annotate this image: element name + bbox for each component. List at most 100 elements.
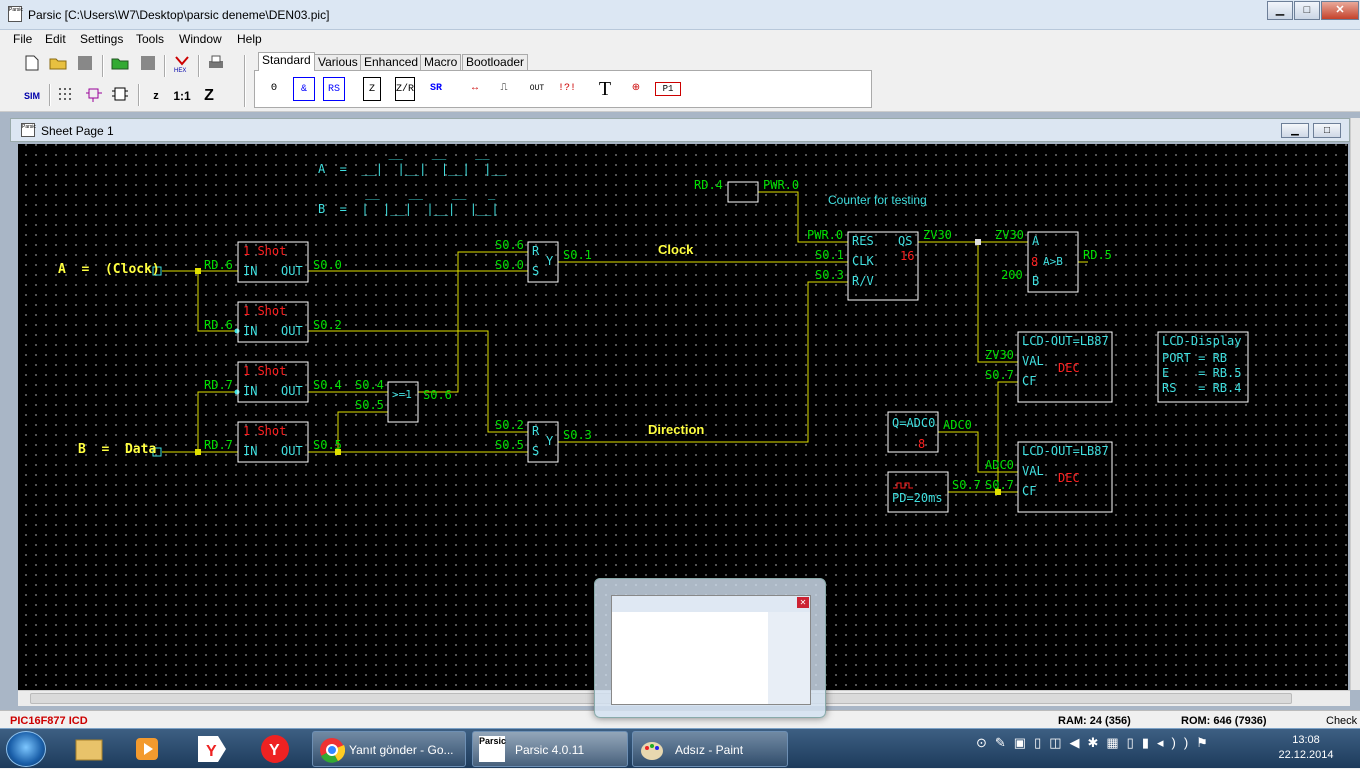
chip-icon[interactable] [110,86,130,106]
lcd-out-val: VAL [1022,464,1044,478]
label-s05: S0.5 [313,438,342,452]
cmp-constant: 200 [1001,268,1023,282]
device-status: PIC16F877 ICD [10,715,88,727]
palette-alarm-button[interactable]: !?! [557,83,576,94]
yandex-icon[interactable]: Y [248,732,302,766]
taskbar-chrome[interactable]: Yanıt gönder - Go... [312,731,466,767]
lcd-display-e: E = RB.5 [1162,366,1242,380]
label-adc0: ADC0 [943,418,972,432]
yandex-browser-icon[interactable]: Y [186,732,240,766]
menu-help[interactable]: Help [237,32,262,46]
component-icon[interactable] [84,86,104,106]
invert-dot [234,389,240,395]
palette-panel: ʘ & RS Z Z/R SR ↔ ⎍ OUT !?! T ⊕ P1 [254,70,872,108]
menu-bar: File Edit Settings Tools Window Help [0,30,1360,50]
new-icon[interactable] [22,55,42,75]
zoom-in-button[interactable]: Z [204,87,214,104]
open-icon[interactable] [48,55,68,75]
taskbar-paint[interactable]: Adsız - Paint [632,731,788,767]
hex-icon[interactable]: HEX [172,55,192,75]
counter-note: Counter for testing [828,193,927,207]
sheet-minimize-button[interactable]: ▁ [1281,123,1309,138]
maximize-button[interactable]: □ [1294,1,1320,20]
oneshot-out: OUT [281,264,303,278]
grid-icon[interactable] [56,86,76,106]
sim-button[interactable]: SIM [23,91,40,101]
taskbar-parsic[interactable]: Parsic Parsic 4.0.11 [472,731,628,767]
oneshot-block-3 [237,361,309,403]
tab-standard[interactable]: Standard [258,52,315,71]
open-project-icon[interactable] [110,55,130,75]
lcd-out-dec: DEC [1058,471,1080,485]
taskbar-thumbnail-preview[interactable]: ✕ [594,578,826,718]
system-tray[interactable]: ⊙✎▣▯◫◀✱▦▯▮◂))⚑ [976,735,1216,750]
taskbar-parsic-label: Parsic 4.0.11 [515,743,585,757]
palette-out-button[interactable]: OUT [529,84,545,93]
menu-window[interactable]: Window [179,32,222,46]
label-s02: S0.2 [495,418,524,432]
close-button[interactable]: ✕ [1321,1,1359,20]
minimize-button[interactable]: ▁ [1267,1,1293,20]
vertical-scrollbar[interactable] [1350,118,1360,690]
label-s07: S0.7 [985,478,1014,492]
save-icon[interactable] [75,55,95,75]
lcd-display-port: PORT = RB [1162,351,1228,365]
palette-p1-button[interactable]: P1 [655,82,681,96]
palette-and-button[interactable]: & [293,77,315,101]
palette-oneshot-button[interactable]: ʘ [270,83,277,94]
label-s07: S0.7 [985,368,1014,382]
rd4-input-block [727,181,759,203]
tab-macro[interactable]: Macro [420,54,462,71]
lcd-out-dec: DEC [1058,361,1080,375]
label-pwr0: PWR.0 [807,228,844,242]
label-s06: S0.6 [423,388,452,402]
sheet-maximize-button[interactable]: □ [1313,123,1341,138]
counter-rv: R/V [852,274,874,288]
label-s02: S0.2 [313,318,342,332]
palette-delay-button[interactable]: ↔ [471,83,478,94]
junction [195,268,201,274]
parsic-app-icon: Parsic [8,6,23,22]
palette-counter-r-button[interactable]: Z/R [395,77,415,101]
palette-counter-button[interactable]: Z [363,77,381,101]
rs-r: R [532,244,540,258]
zoom-reset-button[interactable]: 1:1 [173,89,191,103]
schematic-svg [152,181,1249,513]
menu-edit[interactable]: Edit [45,32,66,46]
start-button[interactable] [6,731,46,767]
menu-file[interactable]: File [13,32,33,46]
oneshot-title: 1 Shot [243,364,287,378]
palette-rs-button[interactable]: RS [323,77,345,101]
rom-status: ROM: 646 (7936) [1181,715,1267,727]
menu-settings[interactable]: Settings [80,32,124,46]
explorer-icon[interactable] [62,732,116,766]
preview-close-button[interactable]: ✕ [797,597,809,608]
oneshot-title: 1 Shot [243,244,287,258]
save-project-icon[interactable] [138,55,158,75]
print-icon[interactable] [206,55,226,75]
menu-tools[interactable]: Tools [136,32,165,46]
oneshot-out: OUT [281,324,303,338]
tab-various[interactable]: Various [314,54,362,71]
lcd-out-cf: CF [1022,374,1037,388]
palette-text-button[interactable]: T [598,78,612,100]
label-rd5: RD.5 [1083,248,1112,262]
label-s05: S0.5 [495,438,524,452]
tab-bootloader[interactable]: Bootloader [462,54,529,71]
palette-shift-register-button[interactable]: SR [429,83,442,94]
rs-y: Y [546,434,554,448]
wire-s05-or [337,411,388,452]
palette-power-button[interactable]: ⊕ [631,83,641,94]
schematic-canvas[interactable]: __ __ __ A = __| |__| |__| |__ __ __ __ … [18,144,1348,690]
junction-group [195,268,1001,495]
junction [975,239,981,245]
media-player-icon[interactable] [120,732,174,766]
taskbar: Y Y Yanıt gönder - Go... Parsic Parsic 4… [0,728,1360,768]
counter-block [847,231,919,301]
paint-icon [641,742,663,760]
label-s04: S0.4 [313,378,342,392]
zoom-out-button[interactable]: z [153,90,159,102]
tab-enhanced[interactable]: Enhanced [360,54,423,71]
palette-pulse-button[interactable]: ⎍ [500,83,508,94]
